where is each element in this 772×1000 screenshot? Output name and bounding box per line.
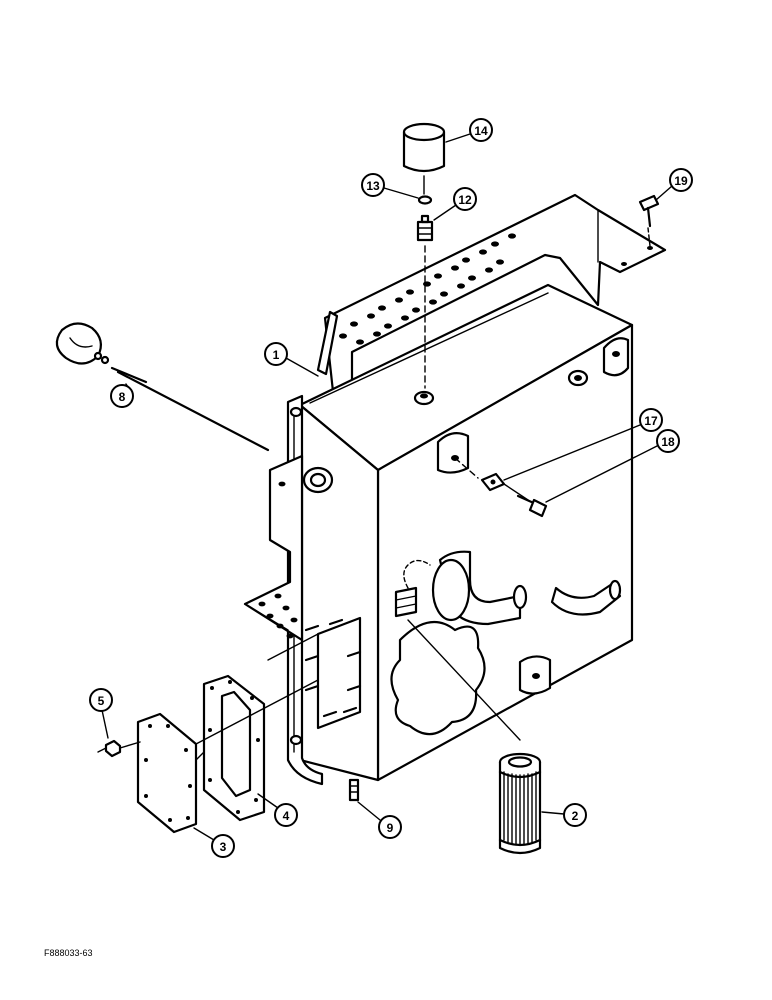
breather-cap — [402, 122, 446, 173]
bolt-19 — [638, 194, 660, 228]
callout-14: 14 — [445, 118, 493, 143]
callout-12: 12 — [433, 187, 477, 221]
bracket-tab — [316, 310, 339, 376]
hydraulic-reservoir — [298, 283, 634, 782]
callout-label: 17 — [644, 414, 658, 428]
callout-18: 18 — [545, 429, 680, 503]
callout-5: 5 — [89, 688, 113, 739]
callout-label: 19 — [674, 174, 688, 188]
callout-3: 3 — [193, 827, 235, 858]
callout-label: 2 — [572, 809, 579, 823]
callout-4: 4 — [257, 793, 298, 827]
callout-label: 14 — [474, 124, 488, 138]
breather-adapter — [416, 214, 434, 242]
figure-id: F888033-63 — [44, 948, 93, 958]
cutaway-opening — [390, 620, 486, 736]
callout-19: 19 — [655, 168, 693, 201]
callout-label: 4 — [283, 809, 290, 823]
cover-studs — [304, 616, 362, 730]
callout-label: 3 — [220, 840, 227, 854]
side-mounting-bracket — [243, 454, 304, 642]
gasket — [202, 674, 266, 822]
callout-label: 18 — [661, 435, 675, 449]
callout-label: 8 — [119, 390, 126, 404]
callout-label: 13 — [366, 179, 380, 193]
callout-label: 9 — [387, 821, 394, 835]
o-ring — [417, 195, 433, 205]
callout-label: 5 — [98, 694, 105, 708]
callout-13: 13 — [361, 173, 419, 199]
callout-label: 12 — [458, 193, 472, 207]
return-pipe — [550, 582, 622, 616]
cover-plate — [136, 712, 198, 834]
drain-plug — [348, 778, 360, 802]
suction-fitting — [394, 586, 418, 618]
callout-8: 8 — [110, 383, 134, 408]
filter-element — [498, 752, 542, 855]
callout-1: 1 — [264, 342, 319, 377]
dipstick — [55, 322, 270, 452]
callout-9: 9 — [357, 801, 402, 839]
leader-lines — [119, 175, 651, 761]
callout-label: 1 — [273, 348, 280, 362]
callout-2: 2 — [541, 803, 587, 827]
callout-17: 17 — [503, 408, 663, 481]
nut — [97, 739, 122, 758]
mounting-lug — [436, 431, 470, 474]
bracket-holes — [339, 233, 653, 345]
